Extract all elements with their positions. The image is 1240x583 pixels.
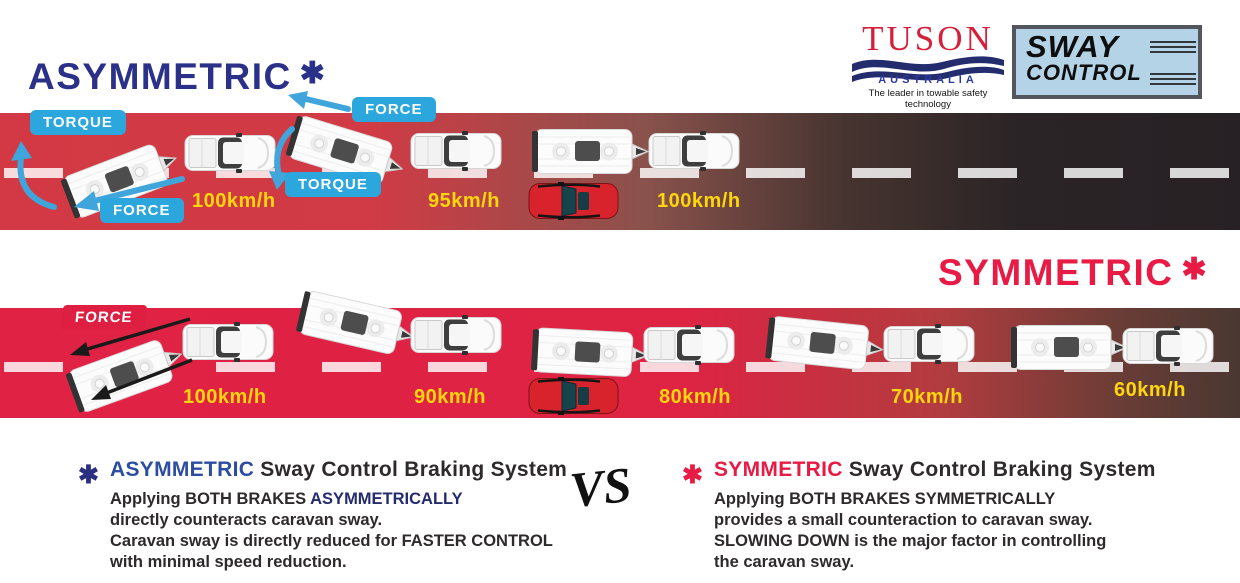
lane-dash xyxy=(1170,362,1229,372)
vs-label: VS xyxy=(567,455,634,519)
speed-lines-icon xyxy=(1150,73,1196,87)
tuson-wave-icon xyxy=(852,56,1004,82)
body-line: Applying BOTH BRAKES SYMMETRICALLY xyxy=(714,490,1056,508)
symmetric-title: SYMMETRIC✱ xyxy=(938,252,1209,293)
lane-dash xyxy=(852,168,911,178)
asterisk-icon: ✱ xyxy=(299,57,327,90)
force-arrow-icon xyxy=(288,91,351,112)
lane-dash xyxy=(852,362,911,372)
tuson-logo-tagline: The leader in towable safety technology xyxy=(868,88,988,110)
symmetric-description: ✱ SYMMETRIC Sway Control Braking System … xyxy=(682,458,1202,573)
brake-force-arrow-icon xyxy=(91,358,193,400)
truck-graphic xyxy=(1122,326,1214,366)
lane-dash xyxy=(1064,168,1123,178)
body-line: SLOWING DOWN is the major factor in cont… xyxy=(714,532,1107,550)
speed-label: 100km/h xyxy=(192,190,276,212)
lane-dash xyxy=(746,168,805,178)
asterisk-icon: ✱ xyxy=(78,461,99,489)
red-car-graphic xyxy=(528,182,620,220)
body-line: the caravan sway. xyxy=(714,553,855,571)
lane-dash xyxy=(4,168,63,178)
speed-lines-icon xyxy=(1150,41,1196,55)
torque-label: TORQUE xyxy=(30,110,126,135)
force-label: FORCE xyxy=(100,198,184,223)
asymmetric-description-body: Applying BOTH BRAKES ASYMMETRICALLY dire… xyxy=(110,489,598,573)
truck-graphic xyxy=(883,324,975,364)
lane-dash xyxy=(1170,168,1229,178)
symmetric-description-heading: SYMMETRIC Sway Control Braking System xyxy=(714,458,1156,481)
speed-label: 70km/h xyxy=(891,386,963,408)
lane-dash xyxy=(216,362,275,372)
lane-dash xyxy=(4,362,63,372)
force-label: FORCE xyxy=(60,305,147,330)
sway-logo-line2: CONTROL xyxy=(1026,60,1142,85)
speed-label: 90km/h xyxy=(414,386,486,408)
tuson-logo-name: TUSON xyxy=(862,19,994,58)
caravan-graphic xyxy=(531,129,649,174)
asymmetric-description: ✱ ASYMMETRIC Sway Control Braking System… xyxy=(78,458,598,573)
lane-dash xyxy=(322,362,381,372)
speed-label: 95km/h xyxy=(428,190,500,212)
caravan-graphic xyxy=(530,327,650,379)
asterisk-icon: ✱ xyxy=(1181,253,1209,286)
sway-logo-line1: SWAY xyxy=(1026,29,1119,64)
lane-dash xyxy=(428,362,487,372)
torque-arrow-icon xyxy=(269,126,295,190)
truck-graphic xyxy=(643,325,735,365)
body-line: Applying BOTH BRAKES ASYMMETRICALLY xyxy=(110,490,463,508)
caravan-graphic xyxy=(1010,325,1128,370)
lane-dash xyxy=(958,168,1017,178)
truck-graphic xyxy=(410,315,502,355)
lane-dash xyxy=(216,168,275,178)
asterisk-icon: ✱ xyxy=(682,461,703,489)
lane-dash xyxy=(428,168,487,178)
force-label: FORCE xyxy=(352,97,436,122)
red-car-graphic xyxy=(528,377,620,415)
tuson-logo: TUSON AUSTRALIA The leader in towable sa… xyxy=(852,19,1004,110)
speed-label: 60km/h xyxy=(1114,379,1186,401)
speed-label: 100km/h xyxy=(183,386,267,408)
torque-label: TORQUE xyxy=(285,172,381,197)
body-line: Caravan sway is directly reduced for FAS… xyxy=(110,532,553,550)
truck-graphic xyxy=(648,131,740,171)
body-line: provides a small counteraction to carava… xyxy=(714,511,1093,529)
body-line: with minimal speed reduction. xyxy=(110,553,347,571)
lane-dash xyxy=(640,362,699,372)
lane-dash xyxy=(958,362,1017,372)
asymmetric-title: ASYMMETRIC✱ xyxy=(28,56,327,97)
speed-label: 80km/h xyxy=(659,386,731,408)
truck-graphic xyxy=(184,133,276,173)
asymmetric-description-heading: ASYMMETRIC Sway Control Braking System xyxy=(110,458,568,481)
symmetric-road-band: FORCE 100km/h 90km/h 80km/h 70km/h 60km/… xyxy=(0,288,1240,418)
truck-graphic xyxy=(410,131,502,171)
brake-force-arrow-icon xyxy=(70,317,191,356)
sway-control-logo: SWAY CONTROL xyxy=(1012,25,1202,99)
tuson-logo-country: AUSTRALIA xyxy=(878,74,978,86)
torque-arrow-icon xyxy=(11,141,57,210)
lane-dash xyxy=(746,362,805,372)
body-line: directly counteracts caravan sway. xyxy=(110,511,383,529)
lane-dash xyxy=(640,168,699,178)
asymmetric-road-band: TORQUE FORCE 100km/h FORCE TORQUE 95km/h… xyxy=(0,91,1240,230)
speed-label: 100km/h xyxy=(657,190,741,212)
caravan-graphic xyxy=(294,288,419,359)
symmetric-description-body: Applying BOTH BRAKES SYMMETRICALLY provi… xyxy=(714,489,1202,573)
